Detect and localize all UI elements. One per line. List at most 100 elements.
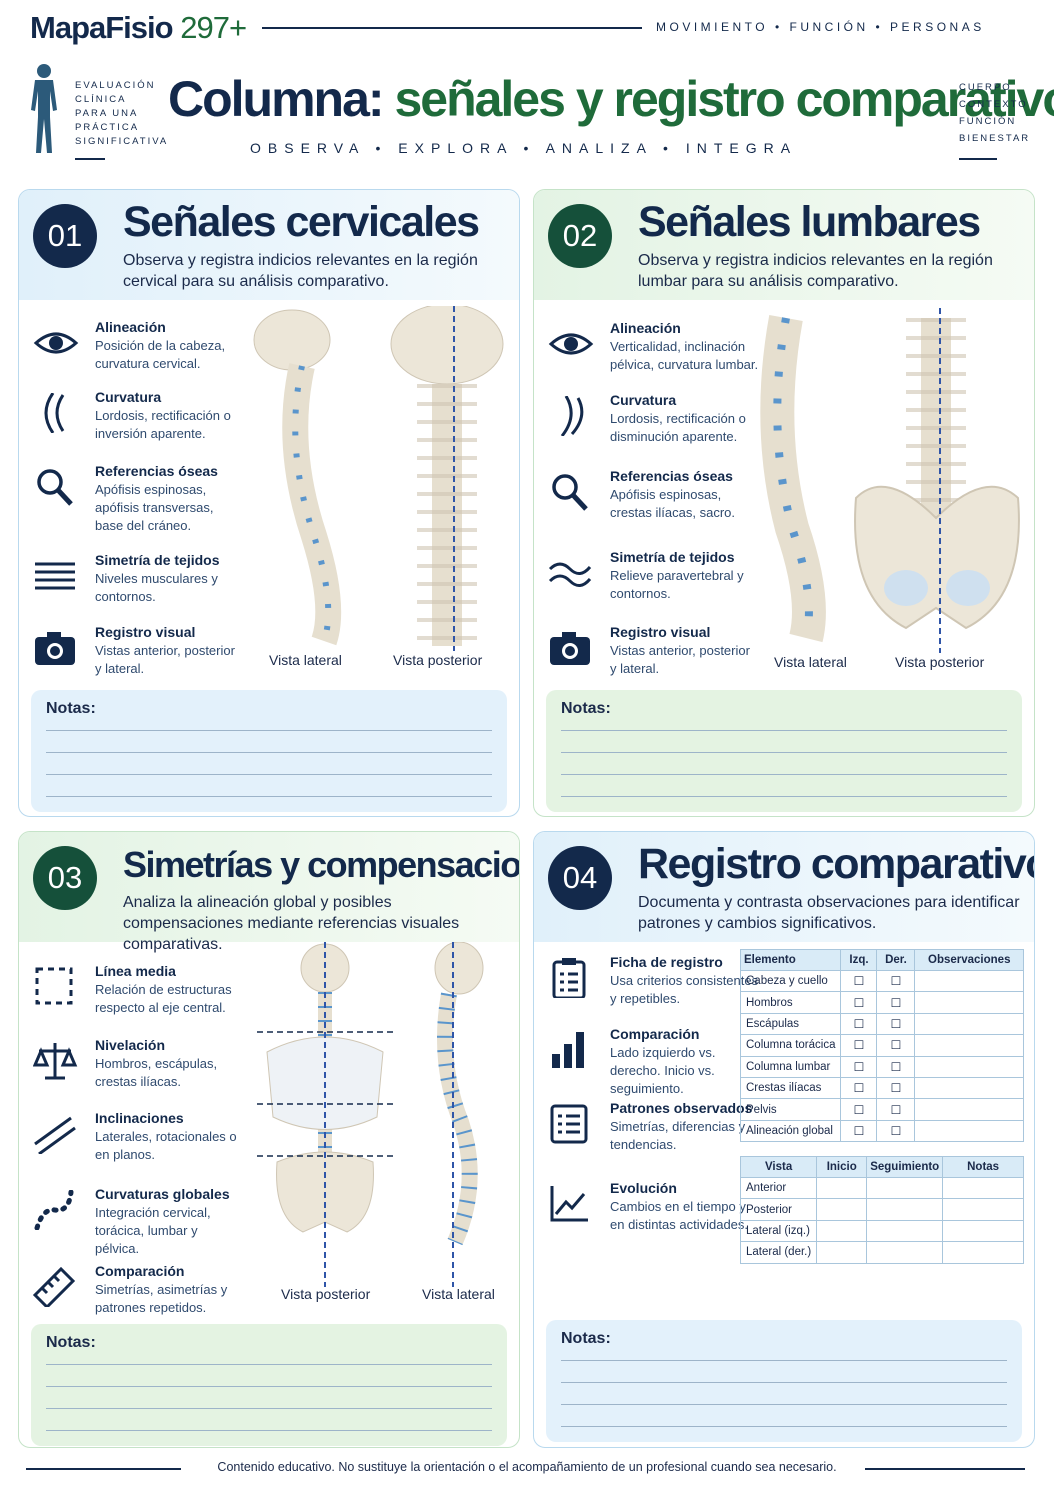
panel-header xyxy=(19,832,519,942)
right-checkbox[interactable]: ☐ xyxy=(876,1034,916,1057)
panel-simetrias: 03 Simetrías y compensaciones Analiza la… xyxy=(18,831,520,1448)
footer-rule xyxy=(865,1468,1025,1470)
page-subtitle: OBSERVA • EXPLORA • ANALIZA • INTEGRA xyxy=(250,140,798,156)
table-row: Lateral (der.) xyxy=(739,1241,1024,1264)
observations-cell[interactable] xyxy=(914,1055,1024,1078)
curve-icon xyxy=(44,393,65,433)
panel-title: Simetrías y compensaciones xyxy=(123,844,520,885)
magnifier-icon xyxy=(552,474,588,511)
panel-number: 01 xyxy=(33,204,97,268)
panel-lumbar: 02 Señales lumbares Observa y registra i… xyxy=(533,189,1035,817)
table-row: Hombros☐☐ xyxy=(739,991,1024,1014)
camera-icon xyxy=(550,632,590,665)
lines-icon xyxy=(35,562,75,590)
trend-icon xyxy=(550,1186,588,1222)
left-checkbox[interactable]: ☐ xyxy=(840,1119,878,1143)
notes-box: Notas: xyxy=(546,690,1022,812)
panel-title: Registro comparativo xyxy=(638,840,1035,888)
list-icon xyxy=(550,1104,588,1144)
camera-icon xyxy=(35,632,75,665)
right-checkbox[interactable]: ☐ xyxy=(876,1098,916,1121)
view-table: Vista Inicio Seguimiento Notas Anterior … xyxy=(739,1156,1024,1264)
observations-cell[interactable] xyxy=(914,991,1024,1014)
footer-disclaimer: Contenido educativo. No sustituye la ori… xyxy=(217,1460,837,1474)
panel-description: Analiza la alineación global y posibles … xyxy=(123,894,460,953)
observations-cell[interactable] xyxy=(914,1119,1024,1143)
magnifier-icon xyxy=(37,469,73,506)
panel-registro: 04 Registro comparativo Documenta y cont… xyxy=(533,831,1035,1448)
table-row: Cabeza y cuello☐☐ xyxy=(739,969,1024,993)
left-checkbox[interactable]: ☐ xyxy=(840,991,878,1014)
right-checkbox[interactable]: ☐ xyxy=(876,1119,916,1143)
left-checkbox[interactable]: ☐ xyxy=(840,969,878,993)
table-row: Pelvis☐☐ xyxy=(739,1098,1024,1121)
caption-lateral: Vista lateral xyxy=(269,652,342,668)
dotted-curve-icon xyxy=(34,1190,74,1230)
skeleton-illustration xyxy=(257,942,484,1287)
body-figure-icon xyxy=(31,64,57,153)
brand-logo: MapaFisio 297+ xyxy=(30,10,247,45)
observations-cell[interactable] xyxy=(914,1012,1024,1036)
panel-title: Señales lumbares xyxy=(638,198,981,246)
caption-lateral: Vista lateral xyxy=(422,1286,495,1302)
observations-cell[interactable] xyxy=(914,969,1024,993)
wave-icon xyxy=(548,562,592,587)
left-rule xyxy=(75,158,105,160)
notes-box: Notas: xyxy=(31,690,507,812)
left-checkbox[interactable]: ☐ xyxy=(840,1055,878,1078)
footer-rule xyxy=(26,1468,181,1470)
table-row: Lateral (izq.) xyxy=(739,1219,1024,1243)
table-row: Crestas ilíacas☐☐ xyxy=(739,1076,1024,1100)
caption-posterior: Vista posterior xyxy=(393,652,483,668)
panel-title: Señales cervicales xyxy=(123,198,480,246)
panel-cervical: 01 Señales cervicales Observa y registra… xyxy=(18,189,520,817)
table-row: Columna lumbar☐☐ xyxy=(739,1055,1024,1078)
midline-icon xyxy=(35,967,73,1005)
caption-posterior: Vista posterior xyxy=(895,654,985,670)
right-checkbox[interactable]: ☐ xyxy=(876,1055,916,1078)
observations-cell[interactable] xyxy=(914,1076,1024,1100)
table-row: Escápulas☐☐ xyxy=(739,1012,1024,1036)
panel-number: 02 xyxy=(548,204,612,268)
bar-chart-icon xyxy=(552,1032,584,1068)
ruler-icon xyxy=(33,1267,76,1307)
left-checkbox[interactable]: ☐ xyxy=(840,1098,878,1121)
page-title: Columna: señales y registro comparativo xyxy=(168,71,1054,127)
balance-scale-icon xyxy=(33,1043,78,1080)
left-checkbox[interactable]: ☐ xyxy=(840,1034,878,1057)
left-checkbox[interactable]: ☐ xyxy=(840,1012,878,1036)
incline-icon xyxy=(34,1116,76,1154)
header-rule xyxy=(262,27,642,29)
clipboard-icon xyxy=(552,958,586,998)
right-rule xyxy=(959,158,997,160)
panel-description: Observa y registra indicios relevantes e… xyxy=(123,252,478,290)
caption-lateral: Vista lateral xyxy=(774,654,847,670)
right-checkbox[interactable]: ☐ xyxy=(876,991,916,1014)
panel-description: Observa y registra indicios relevantes e… xyxy=(638,252,993,290)
panel-description: Documenta y contrasta observaciones para… xyxy=(638,894,1020,932)
right-checkbox[interactable]: ☐ xyxy=(876,969,916,993)
panel-header xyxy=(534,832,1034,942)
panel-header xyxy=(534,190,1034,300)
right-checkbox[interactable]: ☐ xyxy=(876,1012,916,1036)
right-checkbox[interactable]: ☐ xyxy=(876,1076,916,1100)
table-row: Anterior xyxy=(739,1176,1024,1200)
table-row: Columna torácica☐☐ xyxy=(739,1034,1024,1057)
panel-header xyxy=(19,190,519,300)
observations-cell[interactable] xyxy=(914,1034,1024,1057)
eye-icon xyxy=(548,333,594,355)
table-row: Posterior xyxy=(739,1198,1024,1221)
caption-posterior: Vista posterior xyxy=(281,1286,371,1302)
cervical-spine-illustration xyxy=(253,306,504,651)
tagline: MOVIMIENTO • FUNCIÓN • PERSONAS xyxy=(656,20,985,34)
notes-box: Notas: xyxy=(31,1324,507,1446)
table-row: Alineación global☐☐ xyxy=(739,1119,1024,1143)
left-checkbox[interactable]: ☐ xyxy=(840,1076,878,1100)
lumbar-spine-illustration xyxy=(760,308,1020,653)
record-table: Elemento Izq. Der. Observaciones Cabeza … xyxy=(739,949,1024,1143)
panel-number: 04 xyxy=(548,846,612,910)
observations-cell[interactable] xyxy=(914,1098,1024,1121)
notes-box: Notas: xyxy=(546,1320,1022,1442)
